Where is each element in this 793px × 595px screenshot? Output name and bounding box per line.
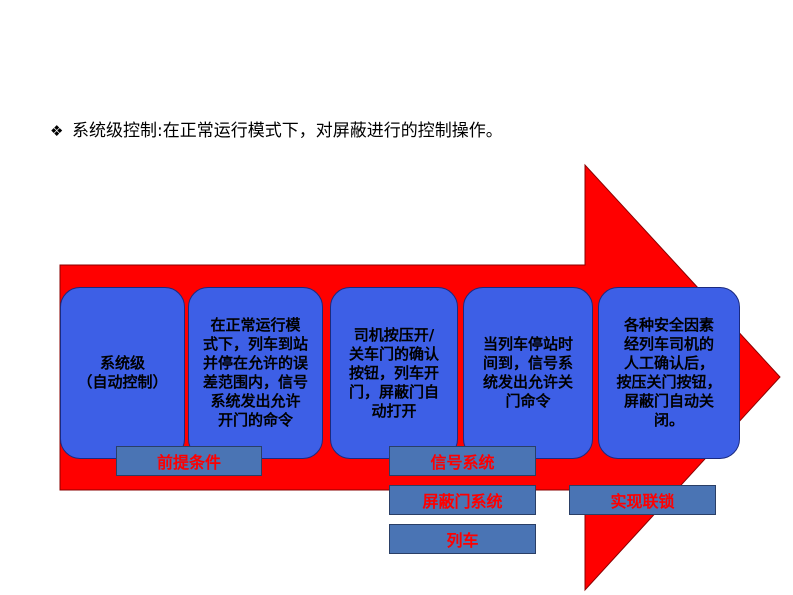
step-box-driver-open: 司机按压开/ 关车门的确认 按钮，列车开 门，屏蔽门自 动打开 bbox=[330, 287, 458, 459]
tag-precondition: 前提条件 bbox=[116, 446, 262, 476]
tag-interlock: 实现联锁 bbox=[569, 485, 716, 515]
heading: ❖ 系统级控制:在正常运行模式下，对屏蔽进行的控制操作。 bbox=[50, 116, 503, 141]
step-box-open-command: 在正常运行模 式下，列车到站 并停在允许的误 差范围内，信号 系统发出允许 开门… bbox=[188, 287, 323, 459]
step-box-driver-close: 各种安全因素 经列车司机的 人工确认后， 按压关门按钮， 屏蔽门自动关 闭。 bbox=[598, 287, 740, 459]
tag-signal-system: 信号系统 bbox=[389, 446, 536, 476]
heading-text: 系统级控制:在正常运行模式下，对屏蔽进行的控制操作。 bbox=[72, 121, 503, 141]
tag-psd-system: 屏蔽门系统 bbox=[389, 485, 536, 515]
tag-train: 列车 bbox=[389, 524, 536, 554]
step-box-system-level: 系统级 （自动控制） bbox=[60, 287, 185, 459]
step-box-close-command: 当列车停站时 间到，信号系 统发出允许关 门命令 bbox=[463, 287, 593, 459]
bullet-icon: ❖ bbox=[50, 122, 64, 140]
